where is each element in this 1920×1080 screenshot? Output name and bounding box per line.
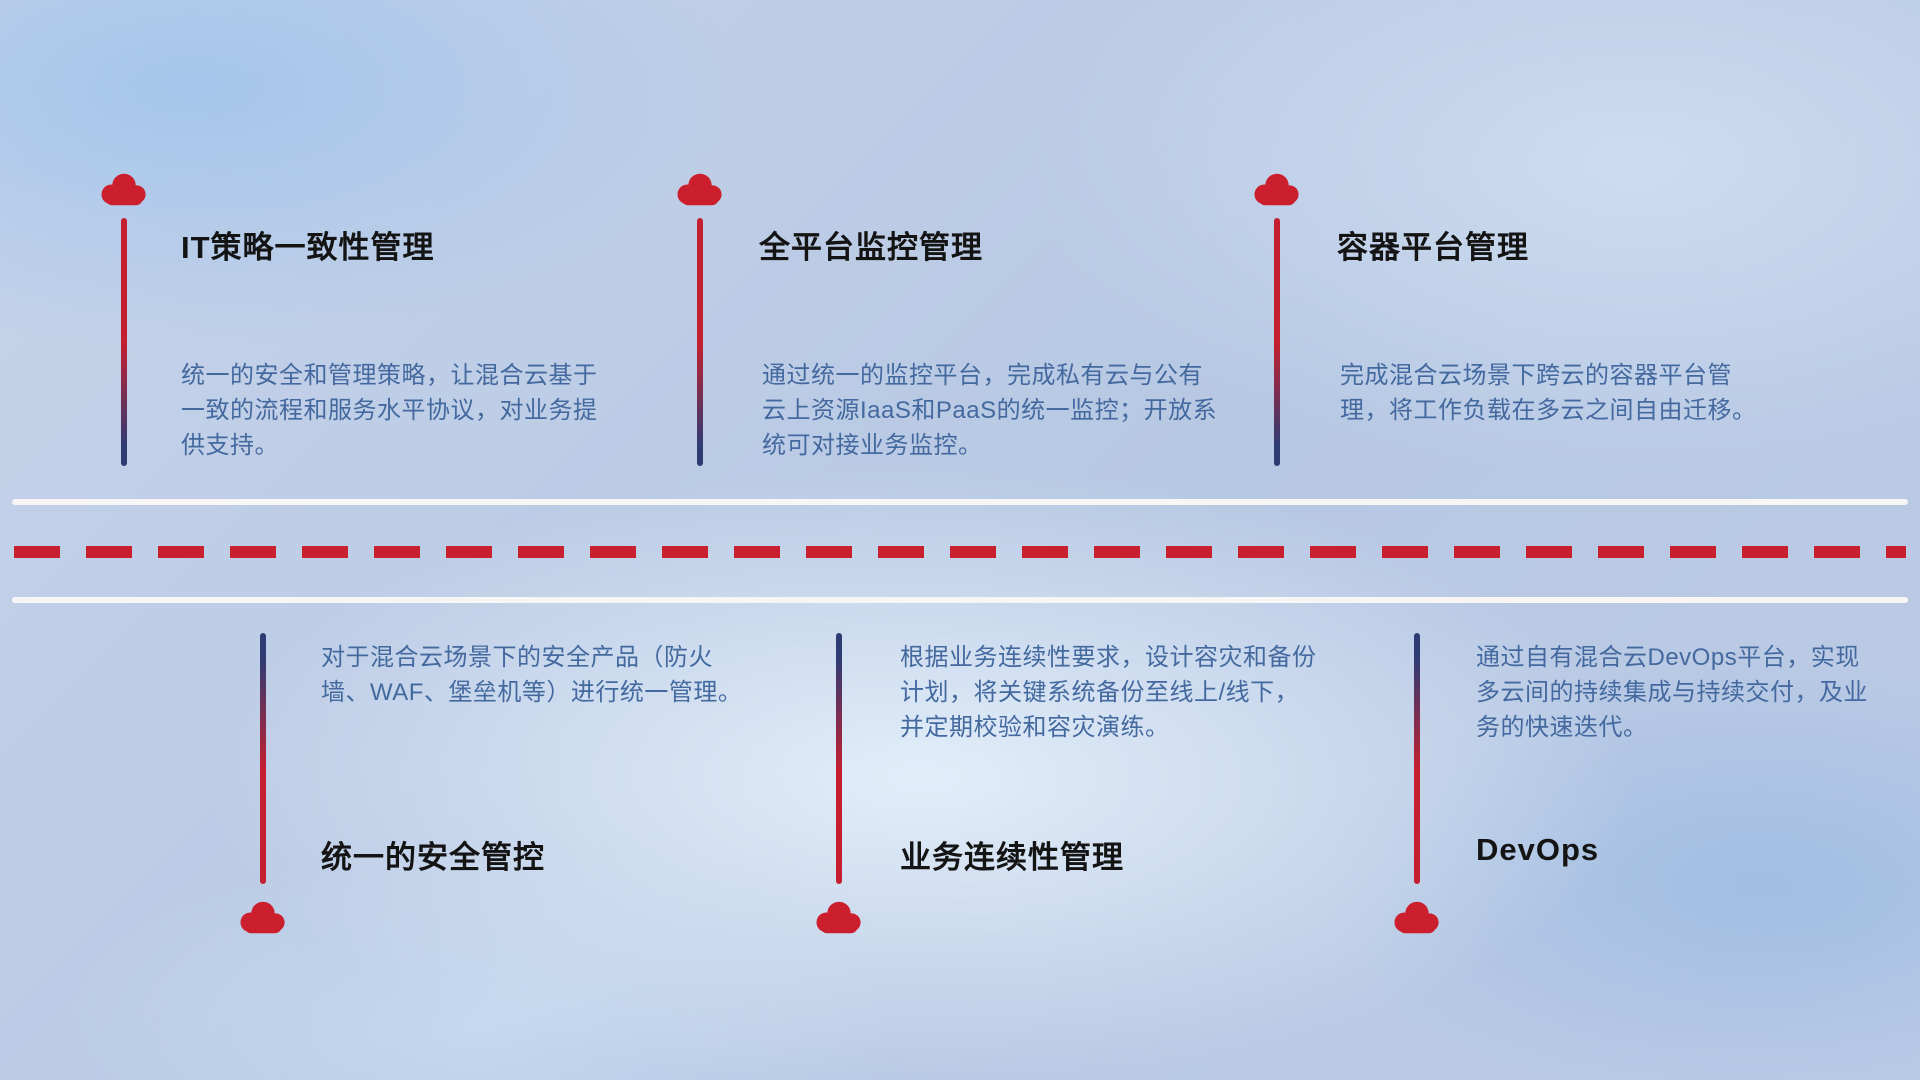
cloud-icon: [812, 896, 866, 938]
cloud-icon: [236, 896, 290, 938]
item-title: IT策略一致性管理: [181, 230, 435, 265]
item-title: DevOps: [1476, 832, 1600, 867]
connector-line: [1414, 633, 1420, 884]
item-description: 通过统一的监控平台，完成私有云与公有云上资源IaaS和PaaS的统一监控；开放系…: [762, 362, 1218, 459]
cloud-icon: [1250, 168, 1304, 210]
cloud-icon: [97, 168, 151, 210]
connector-line: [697, 218, 703, 466]
timeline-lower-line: [12, 597, 1908, 603]
connector-line: [836, 633, 842, 884]
cloud-icon: [1390, 896, 1444, 938]
timeline-dashed-line: [14, 546, 1906, 558]
item-description: 根据业务连续性要求，设计容灾和备份计划，将关键系统备份至线上/线下，并定期校验和…: [900, 644, 1317, 741]
connector-line: [121, 218, 127, 466]
cloud-icon: [673, 168, 727, 210]
item-description: 完成混合云场景下跨云的容器平台管理，将工作负载在多云之间自由迁移。: [1340, 362, 1757, 424]
item-description: 通过自有混合云DevOps平台，实现多云间的持续集成与持续交付，及业务的快速迭代…: [1476, 644, 1868, 741]
item-description: 对于混合云场景下的安全产品（防火墙、WAF、堡垒机等）进行统一管理。: [321, 644, 743, 706]
connector-line: [260, 633, 266, 884]
timeline-upper-line: [12, 499, 1908, 505]
item-title: 全平台监控管理: [759, 230, 983, 265]
item-title: 业务连续性管理: [900, 840, 1124, 875]
item-title: 统一的安全管控: [321, 840, 545, 875]
item-description: 统一的安全和管理策略，让混合云基于一致的流程和服务水平协议，对业务提供支持。: [181, 362, 598, 459]
item-title: 容器平台管理: [1337, 230, 1529, 265]
connector-line: [1274, 218, 1280, 466]
